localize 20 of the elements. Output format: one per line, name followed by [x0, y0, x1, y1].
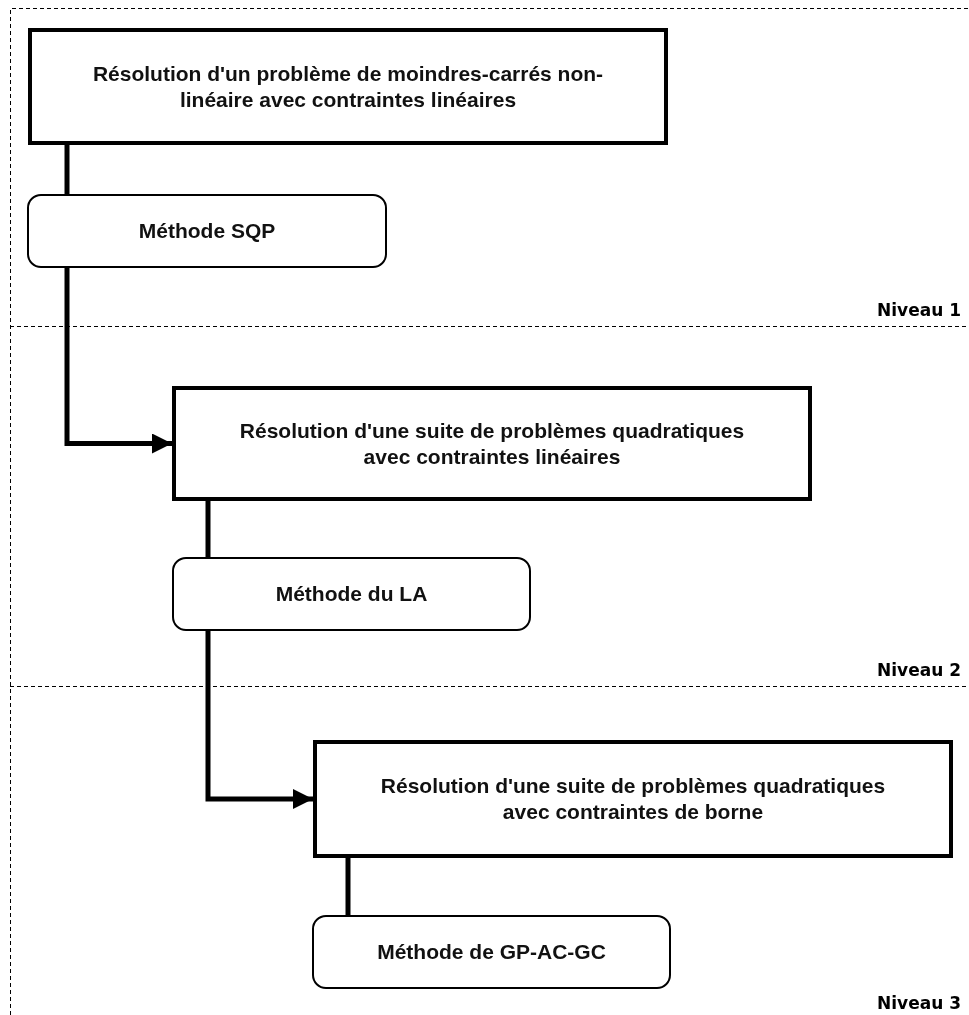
box-text: Résolution d'une suite de problèmes quadratiques avec contraintes linéaires — [238, 417, 746, 470]
process-box — [313, 740, 953, 858]
arrow — [205, 631, 313, 809]
connector-line — [64, 145, 70, 194]
arrow — [64, 268, 172, 454]
process-box — [172, 386, 812, 501]
connector-line — [345, 858, 351, 915]
box-text: Méthode de GP-AC-GC — [377, 939, 606, 965]
box-text: Méthode du LA — [275, 581, 428, 607]
process-box — [28, 28, 668, 145]
method-box — [172, 557, 531, 631]
method-box — [27, 194, 387, 268]
level-label: Niveau 2 — [877, 660, 961, 680]
level-label: Niveau 3 — [877, 993, 961, 1013]
box-text: Résolution d'une suite de problèmes quadratiques avec contraintes de borne — [379, 773, 887, 825]
box-text: Méthode SQP — [138, 218, 276, 244]
level-label: Niveau 1 — [877, 300, 961, 320]
method-box — [312, 915, 671, 989]
connector-line — [205, 501, 211, 557]
box-text: Résolution d'un problème de moindres-carrés non-linéaire avec contraintes linéaires — [91, 60, 605, 113]
